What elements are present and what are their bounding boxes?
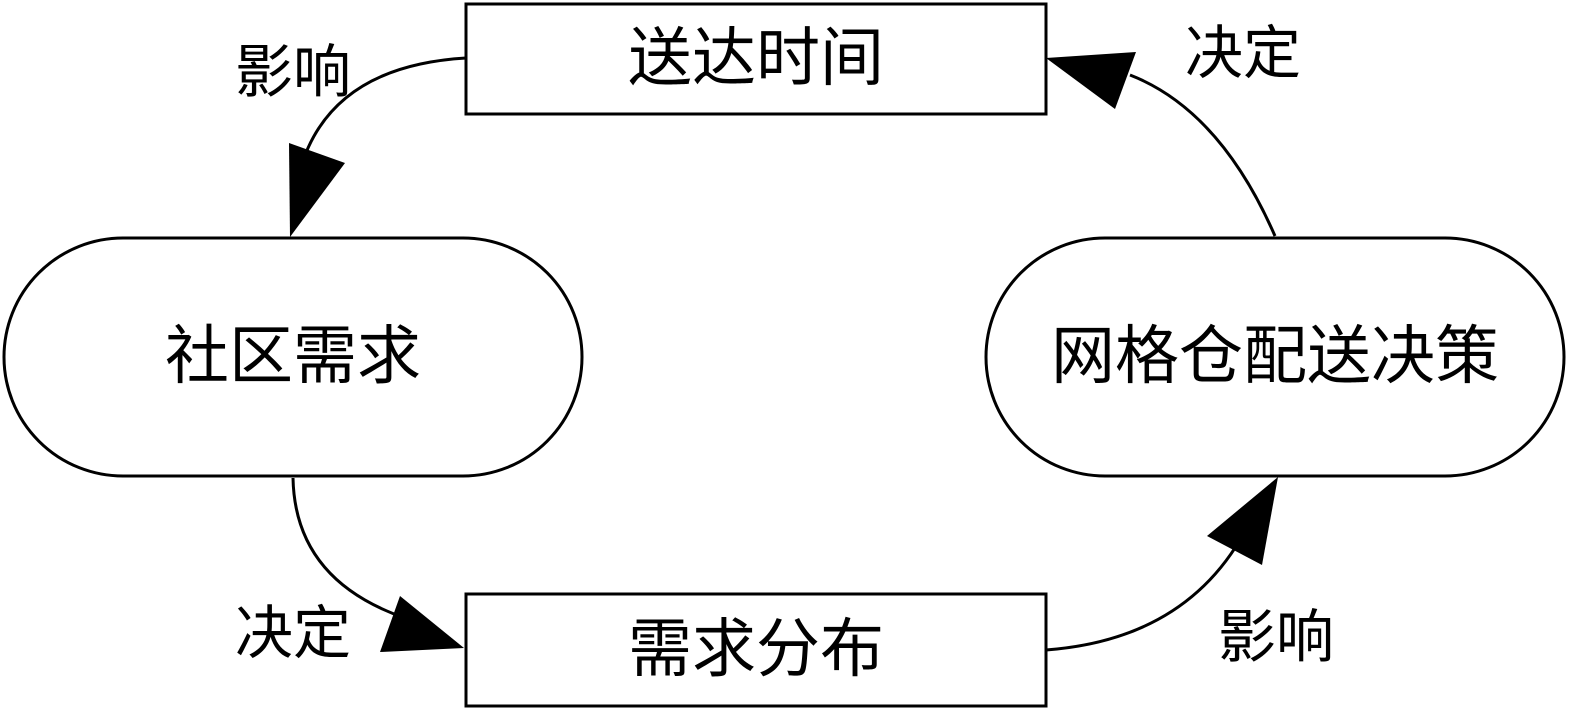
- node-community-demand-box: [2, 236, 584, 478]
- edge-decision-to-time-label: 决定: [1185, 19, 1301, 87]
- node-community-demand-label: 社区需求: [165, 320, 421, 394]
- node-delivery-time-label: 送达时间: [628, 22, 884, 96]
- edge-time-to-demand-label: 影响: [235, 38, 351, 106]
- edge-distribution-to-decision-label: 影响: [1218, 603, 1334, 671]
- edge-distribution-to-decision-arrowhead: [1207, 477, 1278, 565]
- edge-decision-to-time-line: [1129, 73, 1277, 237]
- node-grid-warehouse-decision-box: [984, 236, 1566, 478]
- edge-distribution-to-decision-line: [1045, 539, 1242, 652]
- edge-demand-to-distribution-line: [291, 477, 406, 620]
- node-grid-warehouse-decision-label: 网格仓配送决策: [1051, 320, 1499, 394]
- edge-demand-to-distribution-label: 决定: [235, 599, 351, 667]
- edge-time-to-demand-arrowhead: [289, 143, 345, 237]
- edge-time-to-demand-line: [298, 56, 467, 171]
- edge-demand-to-distribution-arrowhead: [380, 596, 464, 652]
- node-demand-distribution-label: 需求分布: [628, 613, 884, 687]
- node-demand-distribution-box: [464, 592, 1048, 708]
- node-delivery-time-box: [464, 2, 1048, 116]
- edge-decision-to-time-arrowhead: [1046, 52, 1136, 109]
